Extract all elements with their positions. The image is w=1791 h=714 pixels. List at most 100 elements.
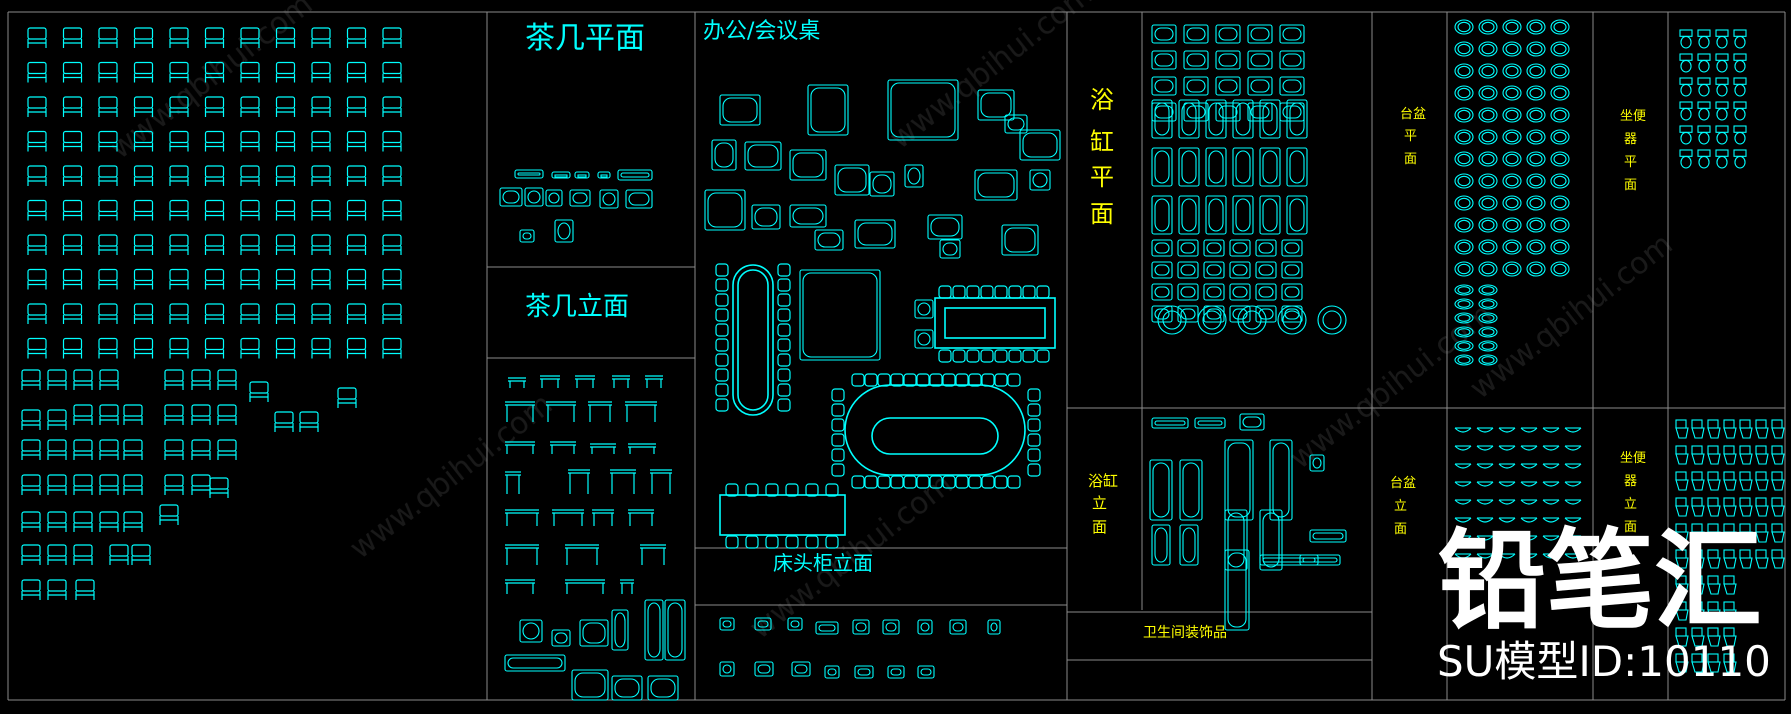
cabinet-symbol <box>579 619 609 647</box>
basin-symbol <box>1526 261 1546 277</box>
table-elevation-symbol <box>645 375 663 388</box>
meeting-chair <box>1007 475 1021 489</box>
bathtub-symbol <box>1232 195 1254 235</box>
meeting-chair <box>968 475 982 489</box>
chair-symbol <box>47 439 67 460</box>
chair-symbol <box>62 61 83 83</box>
chair-symbol <box>21 544 41 565</box>
chair-symbol <box>62 130 83 152</box>
table-elevation-symbol <box>628 509 654 526</box>
toilet-elevation-symbol <box>1723 575 1737 595</box>
basin-symbol <box>1454 312 1474 324</box>
toilet-symbol <box>1697 29 1711 49</box>
chair-symbol <box>98 96 118 117</box>
chair-symbol <box>75 579 95 600</box>
meeting-chair <box>777 383 791 397</box>
table-elevation-symbol <box>565 544 599 565</box>
table-elevation-symbol <box>612 375 630 388</box>
bathtub-symbol <box>1215 24 1241 44</box>
basin-symbol <box>1478 261 1498 277</box>
basin-elevation-symbol <box>1454 463 1472 469</box>
meeting-chair <box>715 308 729 322</box>
basin-symbol <box>1454 298 1474 310</box>
toilet-symbol <box>1715 101 1729 121</box>
basin-symbol <box>1454 173 1474 189</box>
meeting-chair <box>777 368 791 382</box>
toilet-symbol <box>1679 149 1693 169</box>
chair-symbol <box>73 439 93 460</box>
chair-symbol <box>346 27 367 48</box>
tea-table-plan-symbol <box>524 187 544 207</box>
meeting-chair <box>1027 403 1041 417</box>
meeting-chair <box>831 433 845 447</box>
office-furniture-symbol <box>854 219 896 249</box>
table-elevation-symbol <box>620 579 634 594</box>
table-elevation-symbol <box>575 375 595 388</box>
table-elevation-symbol <box>540 375 560 388</box>
chair-symbol <box>209 477 229 498</box>
office-furniture-symbol <box>977 89 1015 121</box>
basin-elevation-symbol <box>1454 535 1472 541</box>
chair-symbol <box>204 165 225 186</box>
basin-symbol <box>1478 195 1498 211</box>
basin-symbol <box>1526 19 1546 35</box>
toilet-symbol <box>1733 125 1747 145</box>
bedside-cabinet-symbol <box>719 617 735 631</box>
meeting-chair <box>745 535 759 549</box>
toilet-elevation-symbol <box>1755 497 1769 517</box>
chair-symbol <box>133 337 154 359</box>
toilet-symbol <box>1697 53 1711 73</box>
basin-elevation-symbol <box>1542 517 1560 523</box>
toilet-symbol <box>1733 77 1747 97</box>
basin-elevation-symbol <box>1542 553 1560 559</box>
chair-symbol <box>73 474 93 495</box>
chair-symbol <box>204 337 225 359</box>
office-furniture-symbol <box>939 239 961 259</box>
meeting-chair <box>715 353 729 367</box>
toilet-elevation-symbol <box>1707 471 1721 491</box>
office-furniture-symbol <box>904 164 924 188</box>
basin-symbol <box>1502 217 1522 233</box>
bathtub-symbol <box>1151 261 1173 279</box>
tea-table-plan-symbol <box>574 171 590 179</box>
bathtub-elevation-symbol <box>1179 459 1203 521</box>
chair-symbol <box>346 199 367 221</box>
basin-symbol <box>1550 41 1570 57</box>
basin-symbol <box>1454 129 1474 145</box>
bathtub-symbol <box>1177 261 1199 279</box>
bedside-cabinet-symbol <box>887 665 905 679</box>
chair-symbol <box>204 268 225 290</box>
toilet-elevation-symbol <box>1723 497 1737 517</box>
chair-symbol <box>382 199 402 221</box>
bathtub-symbol <box>1178 147 1200 187</box>
chair-symbol <box>169 27 189 48</box>
chair-symbol <box>275 165 296 186</box>
basin-symbol <box>1478 19 1498 35</box>
chair-symbol <box>133 96 154 117</box>
chair-symbol <box>133 165 154 186</box>
chair-symbol <box>311 165 331 186</box>
meeting-chair <box>831 463 845 477</box>
chair-symbol <box>62 303 83 324</box>
bathtub-symbol <box>1279 24 1305 44</box>
bathtub-elevation-symbol <box>1259 554 1319 566</box>
table-elevation-symbol <box>508 377 526 388</box>
office-meeting-table-label: 办公/会议桌 <box>703 19 820 44</box>
meeting-chair <box>916 475 930 489</box>
chair-symbol <box>275 130 296 152</box>
bathtub-symbol <box>1151 50 1177 70</box>
toilet-symbol <box>1679 101 1693 121</box>
toilet-elevation-symbol <box>1755 523 1769 543</box>
meeting-chair <box>715 383 729 397</box>
chair-symbol <box>169 165 189 186</box>
chair-symbol <box>275 27 296 48</box>
chair-symbol <box>311 337 331 359</box>
basin-elevation-symbol <box>1476 463 1494 469</box>
chair-symbol <box>47 511 67 532</box>
basin-elevation-symbol <box>1542 427 1560 433</box>
chair-symbol <box>159 504 179 525</box>
meeting-chair <box>1036 349 1050 363</box>
basin-symbol <box>1478 298 1498 310</box>
meeting-chair <box>715 293 729 307</box>
chair-symbol <box>169 61 189 83</box>
